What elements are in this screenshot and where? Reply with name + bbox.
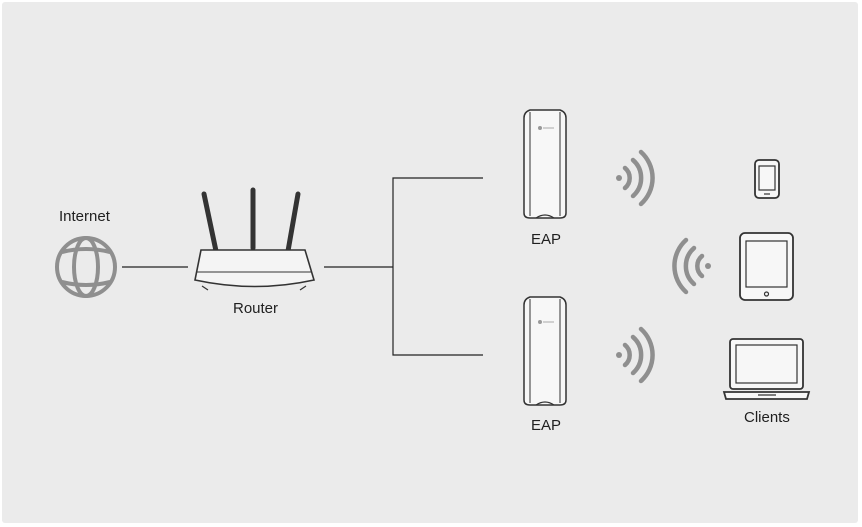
router-label: Router [233,300,279,317]
laptop-icon [722,338,811,400]
eap-top-label: EAP [531,231,562,248]
eap-bottom-icon [523,296,567,406]
internet-label: Internet [59,208,110,225]
connection-lines [122,177,483,356]
wifi-signal-icon-top [616,149,655,207]
smartphone-icon [754,159,780,199]
eap-bottom-label: EAP [531,417,562,434]
globe-icon [55,236,117,298]
split-link [392,177,483,356]
wifi-signal-icon-clients [672,237,711,295]
tablet-icon [739,232,794,301]
eap-top-icon [523,109,567,219]
wifi-signal-icon-bottom [616,326,655,384]
clients-label: Clients [744,409,790,426]
router-icon [194,187,316,291]
